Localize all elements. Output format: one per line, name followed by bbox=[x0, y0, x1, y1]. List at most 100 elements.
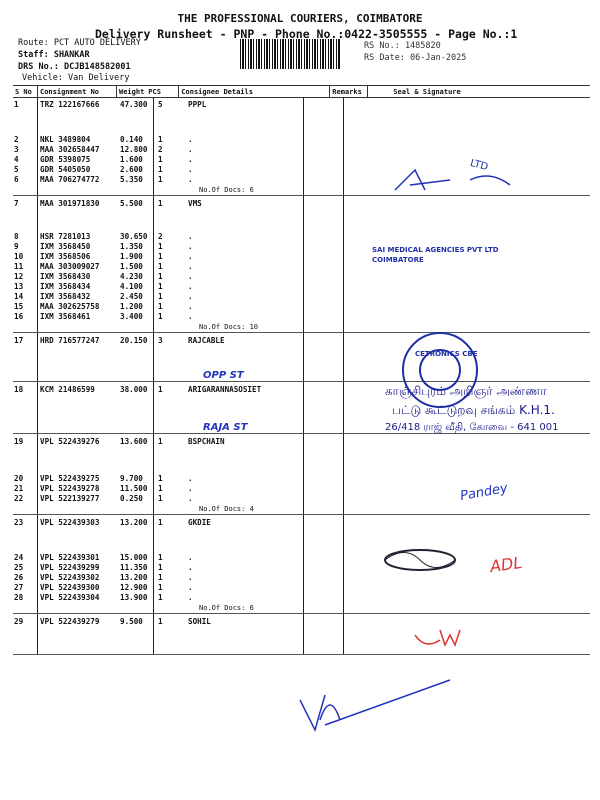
consignee-name: BSPCHAIN bbox=[188, 437, 225, 446]
vehicle: Vehicle: Van Delivery bbox=[22, 73, 130, 83]
serial-no: 2 bbox=[14, 135, 19, 144]
pcs: 1 bbox=[158, 437, 163, 446]
pcs: 1 bbox=[158, 252, 163, 261]
serial-no: 18 bbox=[14, 385, 24, 394]
serial-no: 7 bbox=[14, 199, 19, 208]
consignment-no: MAA 301971830 bbox=[40, 199, 100, 208]
rs-date: RS Date: 06-Jan-2025 bbox=[364, 53, 467, 63]
pcs: 1 bbox=[158, 312, 163, 321]
weight: 30.650 bbox=[120, 232, 148, 241]
weight: 12.800 bbox=[120, 145, 148, 154]
consignee-dot: . bbox=[188, 175, 193, 184]
stamp-medical: SAI MEDICAL AGENCIES PVT LTD COIMBATORE bbox=[372, 246, 499, 264]
serial-no: 11 bbox=[14, 262, 24, 271]
consignee-dot: . bbox=[188, 494, 193, 503]
runsheet-title: Delivery Runsheet - PNP - Phone No.:0422… bbox=[95, 27, 518, 41]
consignee-dot: . bbox=[188, 292, 193, 301]
weight: 13.600 bbox=[120, 437, 148, 446]
column-divider bbox=[153, 382, 154, 433]
weight: 12.900 bbox=[120, 583, 148, 592]
weight: 1.600 bbox=[120, 155, 143, 164]
consignment-no: VPL 522439302 bbox=[40, 573, 100, 582]
column-divider bbox=[303, 97, 304, 195]
serial-no: 28 bbox=[14, 593, 24, 602]
rs-number: RS No.: 1485820 bbox=[364, 41, 441, 51]
weight: 3.400 bbox=[120, 312, 143, 321]
consignment-no: VPL 522439278 bbox=[40, 484, 100, 493]
table-header: S No Consignment No Weight PCS Consignee… bbox=[13, 85, 590, 98]
consignment-no: VPL 522439276 bbox=[40, 437, 100, 446]
consignee-name: GKDIE bbox=[188, 518, 211, 527]
column-divider bbox=[343, 515, 344, 613]
consignment-no: IXM 3568450 bbox=[40, 242, 91, 251]
column-divider bbox=[37, 333, 38, 381]
consignee-dot: . bbox=[188, 474, 193, 483]
weight: 13.900 bbox=[120, 593, 148, 602]
weight: 15.000 bbox=[120, 553, 148, 562]
docs-count: No.Of Docs: 4 bbox=[199, 505, 254, 513]
serial-no: 16 bbox=[14, 312, 24, 321]
consignment-no: VPL 522439275 bbox=[40, 474, 100, 483]
col-seal: Seal & Signature bbox=[367, 85, 590, 98]
serial-no: 10 bbox=[14, 252, 24, 261]
column-divider bbox=[343, 382, 344, 433]
pcs: 1 bbox=[158, 474, 163, 483]
bottom-signature bbox=[299, 679, 451, 733]
consignment-no: IXM 3568434 bbox=[40, 282, 91, 291]
consignee-name: VMS bbox=[188, 199, 202, 208]
consignment-no: GDR 5405050 bbox=[40, 165, 91, 174]
serial-no: 1 bbox=[14, 100, 19, 109]
consignment-no: TRZ 122167666 bbox=[40, 100, 100, 109]
serial-no: 3 bbox=[14, 145, 19, 154]
weight: 20.150 bbox=[120, 336, 148, 345]
consignment-no: GDR 5398075 bbox=[40, 155, 91, 164]
column-divider bbox=[37, 614, 38, 654]
drs-number: DRS No.: DCJB148582001 bbox=[18, 62, 131, 72]
serial-no: 26 bbox=[14, 573, 24, 582]
pcs: 1 bbox=[158, 282, 163, 291]
weight: 0.250 bbox=[120, 494, 143, 503]
weight: 9.700 bbox=[120, 474, 143, 483]
consignment-no: IXM 3568506 bbox=[40, 252, 91, 261]
column-divider bbox=[153, 196, 154, 332]
pcs: 1 bbox=[158, 135, 163, 144]
consignment-no: VPL 522439301 bbox=[40, 553, 100, 562]
weight: 1.200 bbox=[120, 302, 143, 311]
handwritten-note: RAJA ST bbox=[203, 422, 248, 433]
weight: 2.450 bbox=[120, 292, 143, 301]
serial-no: 6 bbox=[14, 175, 19, 184]
pcs: 1 bbox=[158, 175, 163, 184]
weight: 2.600 bbox=[120, 165, 143, 174]
consignee-dot: . bbox=[188, 242, 193, 251]
weight: 13.200 bbox=[120, 573, 148, 582]
round-stamp bbox=[402, 332, 478, 408]
consignment-no: IXM 3568432 bbox=[40, 292, 91, 301]
serial-no: 23 bbox=[14, 518, 24, 527]
column-divider bbox=[153, 515, 154, 613]
column-divider bbox=[37, 97, 38, 195]
column-divider bbox=[153, 97, 154, 195]
consignee-dot: . bbox=[188, 563, 193, 572]
serial-no: 17 bbox=[14, 336, 24, 345]
serial-no: 12 bbox=[14, 272, 24, 281]
pcs: 1 bbox=[158, 385, 163, 394]
serial-no: 22 bbox=[14, 494, 24, 503]
consignee-dot: . bbox=[188, 553, 193, 562]
serial-no: 8 bbox=[14, 232, 19, 241]
serial-no: 15 bbox=[14, 302, 24, 311]
pcs: 1 bbox=[158, 593, 163, 602]
consignee-dot: . bbox=[188, 583, 193, 592]
consignee-dot: . bbox=[188, 165, 193, 174]
weight: 1.500 bbox=[120, 262, 143, 271]
